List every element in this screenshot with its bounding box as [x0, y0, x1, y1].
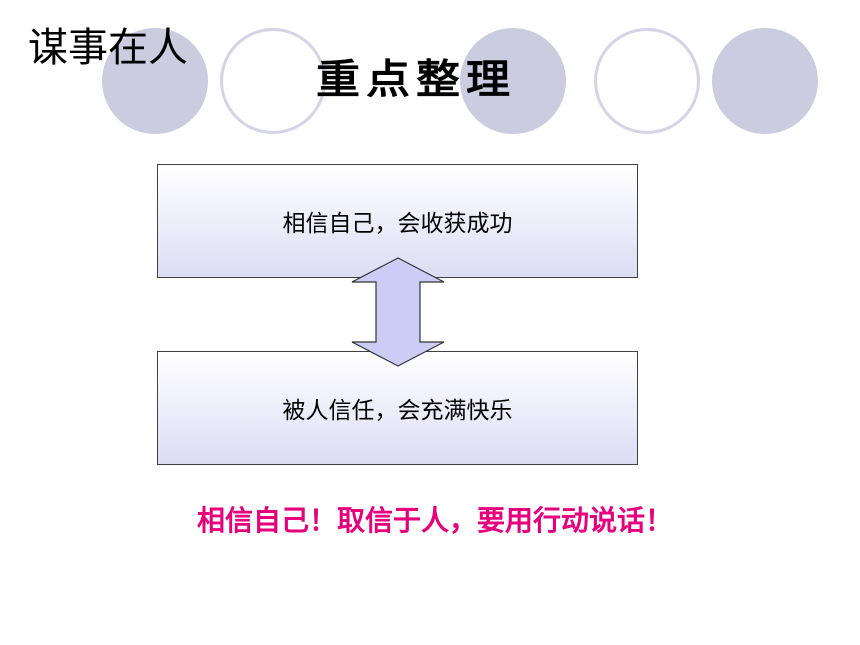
slide-subject: 谋事在人	[28, 25, 188, 71]
double-arrow-shape	[351, 257, 445, 367]
flow-box-top-text: 相信自己，会收获成功	[282, 211, 513, 237]
slide-heading: 重点整理	[316, 56, 516, 103]
slogan-text: 相信自己！取信于人，要用行动说话！	[196, 504, 673, 537]
decor-circle-5	[712, 28, 818, 134]
decor-circle-1	[102, 28, 208, 134]
flow-box-bottom: 被人信任，会充满快乐	[157, 351, 638, 465]
decor-circle-2	[220, 28, 326, 134]
double-arrow-icon	[351, 257, 445, 367]
decor-circle-4	[594, 28, 700, 134]
flow-box-bottom-text: 被人信任，会充满快乐	[282, 398, 513, 424]
decor-circle-3	[460, 28, 566, 134]
